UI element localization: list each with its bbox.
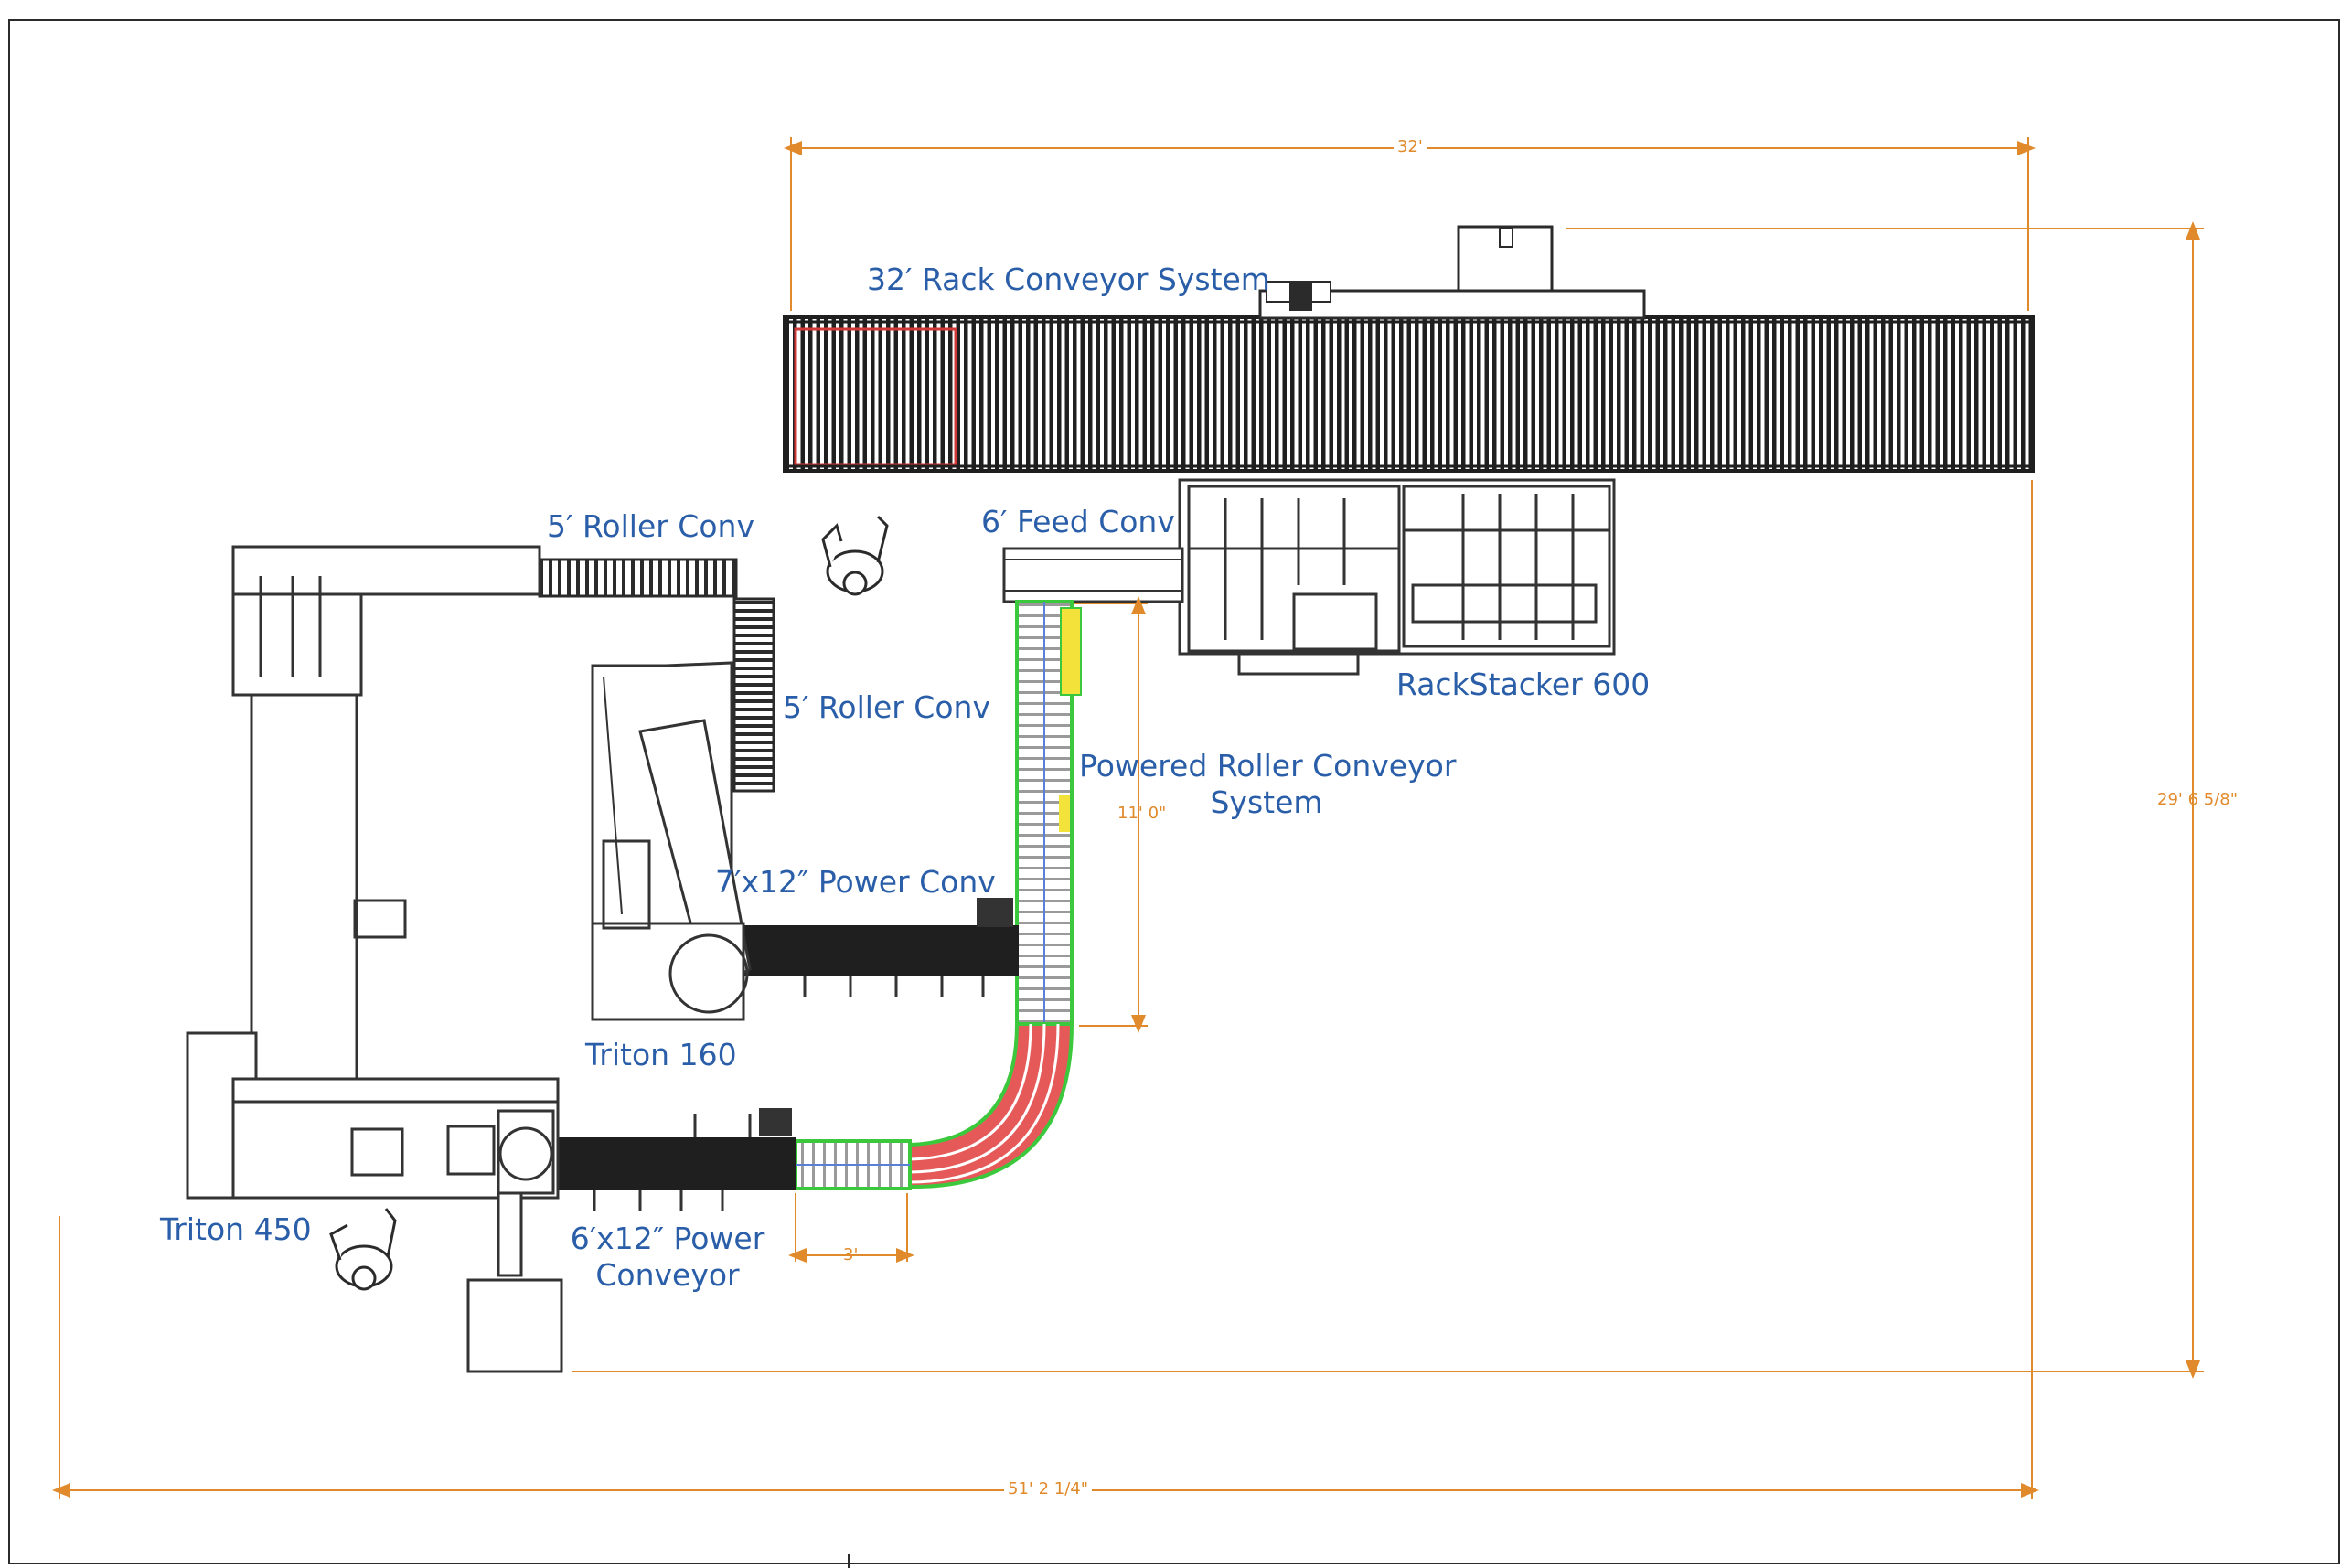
label-triton-160: Triton 160 bbox=[585, 1037, 737, 1072]
label-rack-conveyor: 32′ Rack Conveyor System bbox=[867, 261, 1270, 297]
rack-conveyor bbox=[783, 315, 2035, 473]
sheet-border bbox=[8, 19, 2340, 1564]
dimension-short-run: 3' bbox=[843, 1245, 859, 1264]
power-conveyor-6ft bbox=[556, 1108, 796, 1211]
label-power-conv-6ft: 6′x12″ Power Conveyor bbox=[549, 1221, 786, 1294]
dimension-vertical-run: 11' 0" bbox=[1117, 804, 1167, 823]
operator-icon bbox=[329, 1208, 397, 1291]
label-power-conv-7ft: 7′x12″ Power Conv bbox=[715, 864, 996, 900]
rackstacker-machine bbox=[1178, 478, 1616, 676]
dimension-right: 29' 6 5/8" bbox=[2157, 790, 2238, 809]
label-powered-roller: Powered Roller Conveyor System bbox=[1079, 748, 1457, 821]
operator-icon bbox=[821, 515, 889, 596]
powered-roller-vertical bbox=[1015, 600, 1082, 1026]
powered-roller-horizontal bbox=[794, 1139, 912, 1190]
roller-conveyor-side bbox=[732, 597, 775, 793]
label-feed-conv: 6′ Feed Conv bbox=[981, 504, 1175, 539]
feed-conveyor bbox=[1002, 547, 1184, 603]
label-roller-conv-top: 5′ Roller Conv bbox=[547, 508, 754, 544]
label-power-conv-6ft-line1: 6′x12″ Power bbox=[570, 1221, 765, 1256]
label-roller-conv-side: 5′ Roller Conv bbox=[783, 689, 990, 725]
triton-160-machine bbox=[591, 661, 752, 1021]
label-power-conv-6ft-line2: Conveyor bbox=[595, 1257, 740, 1293]
power-conveyor-7ft bbox=[743, 898, 1019, 997]
label-powered-roller-line2: System bbox=[1210, 784, 1323, 820]
label-rackstacker: RackStacker 600 bbox=[1396, 667, 1651, 702]
label-triton-450: Triton 450 bbox=[160, 1211, 312, 1247]
dimension-bottom: 51' 2 1/4" bbox=[1004, 1480, 1092, 1499]
label-powered-roller-line1: Powered Roller Conveyor bbox=[1079, 748, 1457, 784]
roller-conveyor-top bbox=[538, 558, 738, 598]
triton-450-machine bbox=[186, 545, 563, 1373]
dimension-top: 32' bbox=[1394, 138, 1427, 156]
rack-control-box bbox=[1258, 225, 1646, 320]
curved-roller-section bbox=[908, 1022, 1074, 1189]
